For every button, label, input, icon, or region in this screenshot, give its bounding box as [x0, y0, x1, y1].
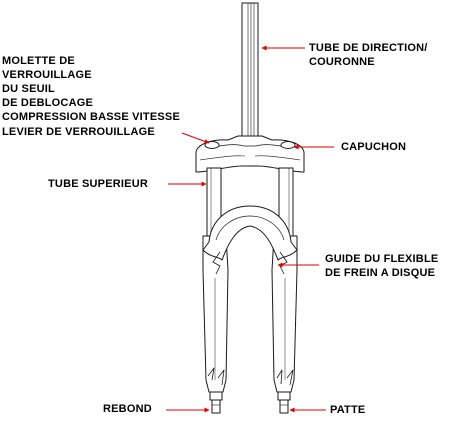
label-brake-hose-guide: GUIDE DU FLEXIBLE DE FREIN A DISQUE — [325, 253, 439, 279]
label-cap: CAPUCHON — [341, 141, 407, 153]
label-lockout-dial: MOLETTE DE VERROUILLAGE DU SEUIL DE DEBL… — [2, 55, 94, 109]
left-lower-leg — [202, 235, 229, 393]
steerer-tube — [235, 2, 265, 143]
crown — [195, 135, 305, 173]
label-rebound: REBOND — [103, 403, 152, 415]
dropout-bolt — [277, 391, 291, 414]
label-lockout-lever: LEVIER DE VERROUILLAGE — [2, 126, 155, 138]
fork-arch — [202, 205, 298, 275]
label-steerer: TUBE DE DIRECTION/ COURONNE — [309, 42, 428, 68]
label-upper-tube: TUBE SUPERIEUR — [48, 178, 148, 190]
right-lower-leg — [271, 235, 298, 393]
rebound-knob — [209, 391, 223, 414]
label-dropout: PATTE — [330, 404, 366, 416]
label-low-speed-compression: COMPRESSION BASSE VITESSE — [2, 111, 180, 123]
leader-lockout-lever — [181, 132, 210, 144]
